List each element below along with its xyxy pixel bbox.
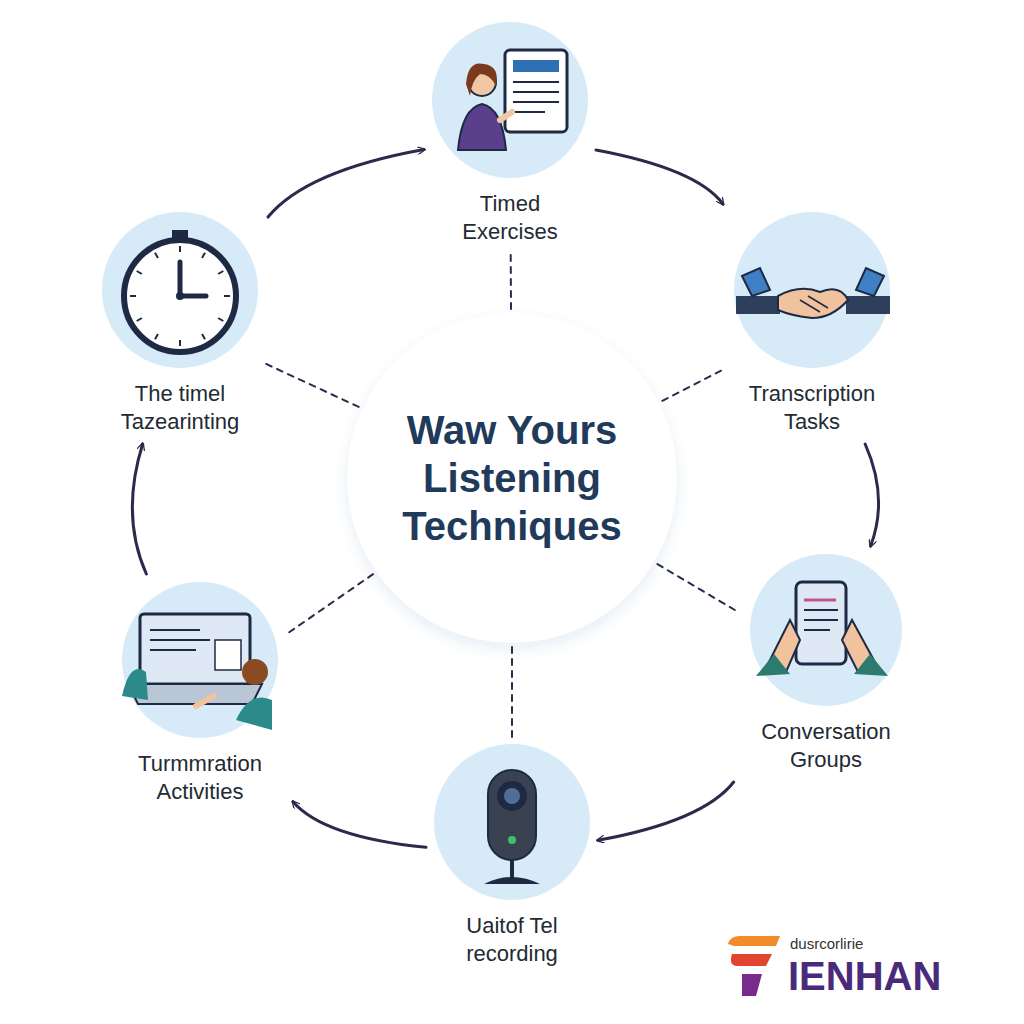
- icon-slot: [432, 22, 588, 178]
- technique-node: Timed Exercises: [432, 22, 588, 246]
- person-document-icon: [458, 50, 567, 150]
- technique-node: The timel Tazearinting: [100, 212, 260, 436]
- icon-circle: [102, 212, 258, 368]
- icon-slot: [122, 582, 278, 738]
- technique-node: Conversation Groups: [741, 554, 911, 774]
- logo-text: dusrcorlirie: [790, 936, 863, 953]
- icon-slot: [434, 744, 590, 900]
- cycle-arrow: [598, 782, 734, 840]
- cycle-arrow: [293, 802, 426, 848]
- laptop-icon: [122, 614, 272, 730]
- clock-tick: [155, 253, 158, 258]
- technique-label: Timed Exercises: [435, 190, 585, 246]
- clock-tick: [179, 246, 181, 252]
- icon-circle: [750, 554, 902, 706]
- technique-label: Transcription Tasks: [727, 380, 897, 436]
- icon-circle: [122, 582, 278, 738]
- clock-icon: [124, 230, 236, 352]
- clock-tick: [179, 340, 181, 346]
- dashed-connector: [511, 647, 513, 740]
- clock-tick: [137, 318, 142, 321]
- clock-tick: [155, 334, 158, 339]
- dashed-connector: [264, 363, 359, 407]
- dashed-connector: [657, 564, 737, 611]
- icon-slot: [102, 212, 258, 368]
- icon-circle: [734, 212, 890, 368]
- microphone-icon: [484, 770, 540, 884]
- cycle-arrow: [132, 444, 146, 574]
- cycle-arrow: [865, 444, 878, 546]
- cycle-arrow: [268, 150, 424, 218]
- logo-text: IENHAN: [788, 954, 941, 998]
- dashed-connector: [662, 370, 723, 401]
- handshake-icon: [736, 268, 890, 318]
- clock-tick: [224, 295, 230, 297]
- clock-tick: [218, 318, 223, 321]
- technique-label: The timel Tazearinting: [100, 380, 260, 436]
- dashed-connector: [289, 574, 373, 632]
- clock-tick: [218, 271, 223, 274]
- clock-tick: [137, 271, 142, 274]
- center-node: Waw Yours Listening Techniques: [372, 406, 652, 550]
- technique-label: Conversation Groups: [741, 718, 911, 774]
- technique-node: Turmmration Activities: [115, 582, 285, 806]
- phone-icon: [756, 582, 888, 676]
- center-circle: [347, 313, 677, 643]
- technique-node: Transcription Tasks: [727, 212, 897, 436]
- cycle-arrow: [596, 150, 723, 204]
- clock-tick: [202, 253, 205, 258]
- technique-node: Uaitof Tel recording: [434, 744, 590, 968]
- logo-mark: [728, 936, 780, 996]
- clock-tick: [202, 334, 205, 339]
- icon-circle: [432, 22, 588, 178]
- dashed-connector: [510, 250, 512, 309]
- icon-slot: [750, 554, 902, 706]
- center-title: Waw Yours Listening Techniques: [372, 406, 652, 550]
- icon-slot: [734, 212, 890, 368]
- clock-tick: [130, 295, 136, 297]
- icon-circle: [434, 744, 590, 900]
- technique-label: Turmmration Activities: [115, 750, 285, 806]
- technique-label: Uaitof Tel recording: [437, 912, 587, 968]
